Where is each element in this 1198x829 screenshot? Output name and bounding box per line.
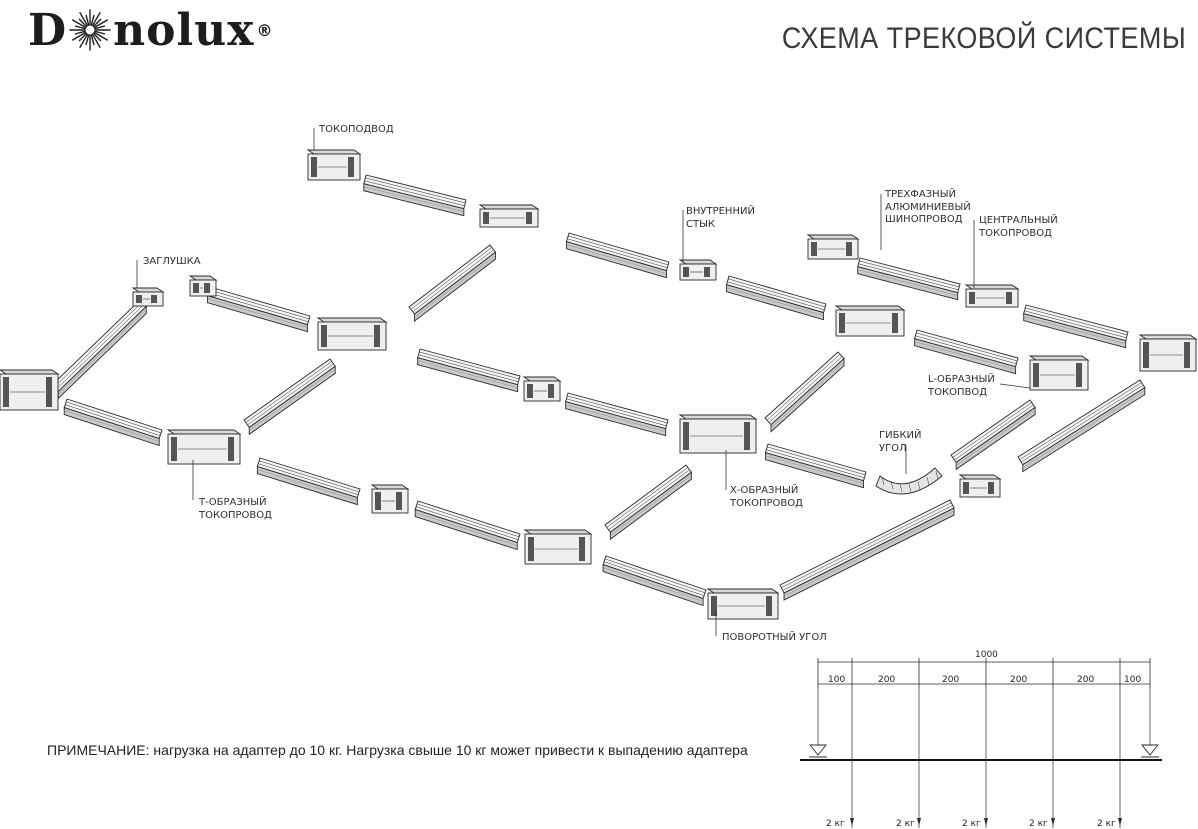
load-label-1: 2 кг	[826, 819, 845, 829]
label-inner-joint: ВНУТРЕННИЙ СТЫК	[686, 206, 755, 230]
support-1	[1141, 744, 1159, 756]
inner-joint-low	[370, 484, 410, 514]
load-arrowhead-1	[917, 818, 921, 826]
rail-top-6	[1023, 304, 1129, 349]
label-t-connector: Т-ОБРАЗНЫЙ ТОКОПРОВОД	[199, 497, 272, 521]
label-tokopodvod: ТОКОПОДВОД	[319, 124, 394, 135]
dim-segment-3: 200	[942, 675, 960, 685]
load-label-3: 2 кг	[962, 819, 981, 829]
inner-joint-top	[678, 259, 718, 281]
tokopodvod-connector-2	[806, 234, 860, 260]
logo-text: nolux	[113, 4, 255, 56]
load-arrowhead-2	[984, 818, 988, 826]
dim-total: 1000	[975, 650, 998, 660]
t-connector-bottom	[166, 429, 242, 465]
rotary-corner-right	[1138, 334, 1198, 372]
rail-rise-7	[1017, 379, 1146, 473]
sunburst-icon	[69, 9, 111, 51]
load-arrowhead-3	[1051, 818, 1055, 826]
dim-segment-1: 100	[828, 675, 846, 685]
brand-logo: D nolux ®	[28, 4, 273, 56]
label-three-phase-busbar: ТРЕХФАЗНЫЙ АЛЮМИНИЕВЫЙ ШИНОПРОВОД	[885, 189, 971, 225]
rail-low-3	[414, 500, 521, 551]
t-connector-low	[523, 529, 593, 565]
central-feed-block	[964, 284, 1020, 308]
t-connector-right	[834, 305, 906, 337]
rail-mid-3	[565, 392, 669, 437]
dim-segment-2: 200	[878, 675, 896, 685]
dim-segment-6: 100	[1124, 675, 1142, 685]
l-connector-right	[1028, 355, 1090, 391]
end-cap-2	[188, 275, 218, 297]
inner-joint-right	[958, 474, 1002, 498]
inner-joint-mid	[522, 376, 562, 402]
x-connector-2	[678, 414, 758, 454]
load-arrowhead-4	[1118, 818, 1122, 826]
support-0	[809, 744, 827, 756]
load-label-5: 2 кг	[1097, 819, 1116, 829]
rail-rise-6	[950, 399, 1036, 471]
load-label-4: 2 кг	[1029, 819, 1048, 829]
logo-letter-d: D	[28, 4, 68, 56]
rail-low-4	[602, 555, 707, 607]
label-rotary-corner: ПОВОРОТНЫЙ УГОЛ	[722, 632, 827, 643]
rail-rise-3	[243, 358, 336, 436]
rail-rise-1	[51, 299, 147, 400]
load-arrowhead-0	[850, 818, 854, 826]
rail-low-2	[256, 457, 361, 506]
l-connector-left	[0, 369, 60, 411]
rail-top-2	[565, 232, 670, 279]
rail-rise-4	[604, 464, 692, 541]
rail-mid-4	[764, 443, 867, 489]
label-flexible-corner: ГИБКИЙ УГОЛ	[879, 430, 922, 454]
rail-top-5	[857, 257, 961, 301]
load-label-2: 2 кг	[896, 819, 915, 829]
leader-l	[999, 383, 1031, 389]
rail-mid-2	[417, 348, 521, 393]
rail-top-4	[914, 329, 1019, 375]
label-x-connector: Х-ОБРАЗНЫЙ ТОКОПРОВОД	[730, 485, 803, 509]
rotary-corner-bottom	[706, 588, 780, 620]
rail-rise-2	[408, 244, 497, 323]
dim-segment-4: 200	[1010, 675, 1028, 685]
rail-rise-8	[779, 499, 955, 601]
dim-segment-5: 200	[1077, 675, 1095, 685]
t-connector-top	[478, 204, 540, 228]
label-l-connector: L-ОБРАЗНЫЙ ТОКОПВОД	[928, 374, 995, 398]
rail-top-1	[363, 174, 467, 217]
x-connector-1	[316, 317, 388, 351]
registered-mark: ®	[256, 20, 274, 40]
flexible-corner-piece	[875, 467, 943, 495]
rail-low-1	[63, 398, 163, 447]
rail-rise-5	[764, 351, 845, 433]
page-title: СХЕМА ТРЕКОВОЙ СИСТЕМЫ	[781, 22, 1186, 55]
end-cap-1	[131, 287, 165, 307]
label-zaglushka: ЗАГЛУШКА	[143, 256, 201, 267]
rail-top-3	[725, 275, 827, 321]
load-note: ПРИМЕЧАНИЕ: нагрузка на адаптер до 10 кг…	[47, 742, 748, 758]
rail-mid-1	[206, 286, 311, 333]
label-central-feed: ЦЕНТРАЛЬНЫЙ ТОКОПРОВОД	[979, 215, 1058, 239]
tokopodvod-connector	[306, 149, 362, 181]
